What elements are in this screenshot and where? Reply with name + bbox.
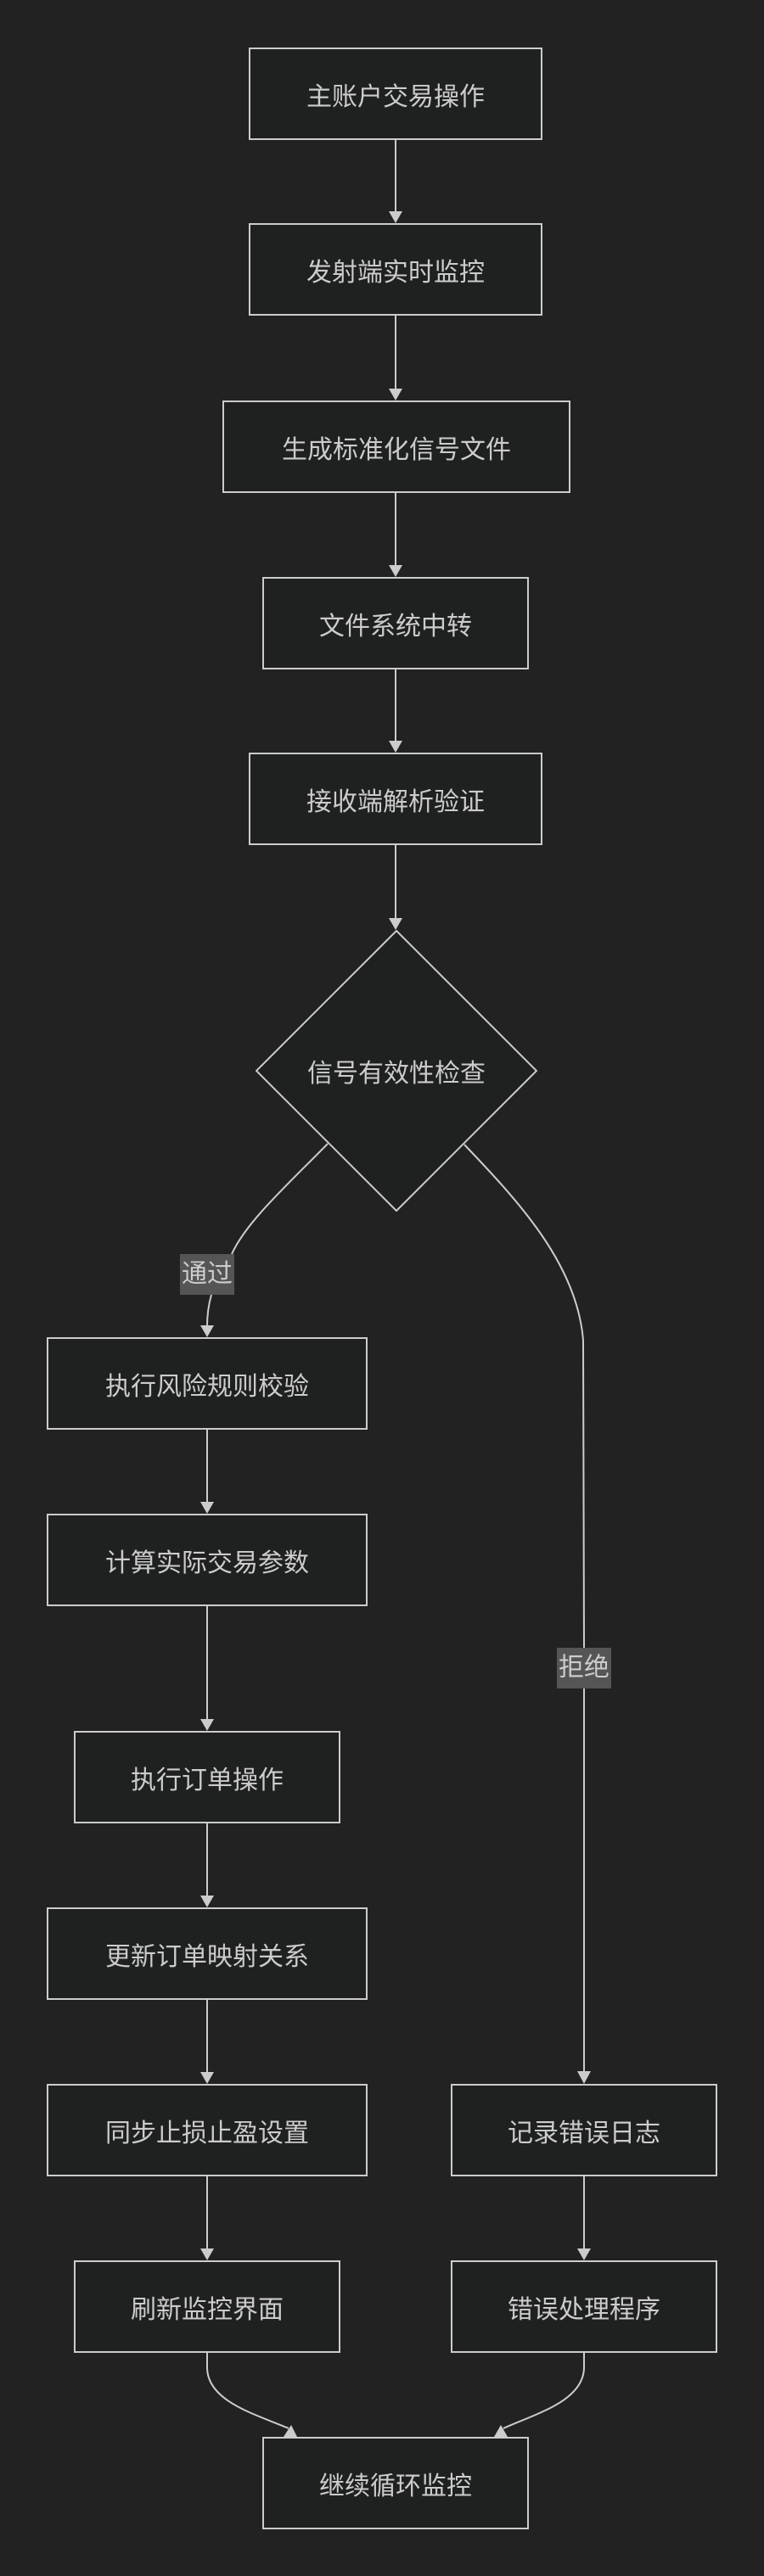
arrowhead-icon: [389, 565, 402, 577]
edge-signal-check-to-log-error: [463, 1144, 585, 2072]
node-label: 记录错误日志: [508, 2118, 660, 2148]
arrowhead-icon: [577, 2071, 591, 2084]
edge-label-reject: 拒绝: [557, 1648, 611, 1688]
node-label: 执行订单操作: [131, 1765, 284, 1795]
arrowhead-icon: [389, 389, 402, 400]
edge-error-handler-to-continue-loop: [503, 2352, 585, 2429]
edge-signal-check-to-risk-check: [206, 1143, 329, 1327]
node-log-error[interactable]: 记录错误日志: [451, 2084, 717, 2176]
arrowhead-icon: [389, 918, 402, 930]
arrowhead-icon: [577, 2248, 591, 2260]
node-label: 刷新监控界面: [131, 2294, 284, 2325]
node-label: 错误处理程序: [508, 2294, 660, 2325]
arrowhead-icon: [200, 2072, 214, 2084]
node-label: 同步止损止盈设置: [105, 2118, 309, 2148]
node-exec-order[interactable]: 执行订单操作: [74, 1731, 340, 1823]
arrowhead-icon: [200, 1719, 214, 1731]
node-receiver-parse[interactable]: 接收端解析验证: [249, 753, 542, 845]
node-label: 生成标准化信号文件: [282, 434, 511, 465]
node-update-mapping[interactable]: 更新订单映射关系: [47, 1907, 368, 2000]
decision-signal-check[interactable]: 信号有效性检查: [256, 930, 537, 1212]
arrowhead-icon: [200, 1325, 214, 1337]
node-label: 执行风险规则校验: [105, 1371, 309, 1402]
edge-refresh-ui-to-continue-loop: [206, 2352, 289, 2429]
node-label: 接收端解析验证: [306, 787, 485, 817]
node-label: 发射端实时监控: [306, 257, 485, 288]
arrowhead-icon: [389, 211, 402, 223]
arrowhead-icon: [200, 1896, 214, 1907]
node-sender-monitor[interactable]: 发射端实时监控: [249, 223, 542, 316]
arrowhead-icon: [200, 1502, 214, 1514]
node-refresh-ui[interactable]: 刷新监控界面: [74, 2260, 340, 2353]
node-error-handler[interactable]: 错误处理程序: [451, 2260, 717, 2353]
node-gen-signal-file[interactable]: 生成标准化信号文件: [222, 400, 570, 493]
node-fs-relay[interactable]: 文件系统中转: [262, 577, 529, 669]
node-calc-params[interactable]: 计算实际交易参数: [47, 1514, 368, 1606]
decision-label: 信号有效性检查: [307, 1059, 486, 1089]
node-label: 继续循环监控: [319, 2471, 472, 2501]
node-label: 更新订单映射关系: [105, 1941, 309, 1972]
node-label: 主账户交易操作: [306, 81, 485, 112]
arrowhead-icon: [494, 2425, 508, 2437]
edge-label-pass: 通过: [180, 1254, 234, 1295]
node-sync-sltp[interactable]: 同步止损止盈设置: [47, 2084, 368, 2176]
node-main-trade[interactable]: 主账户交易操作: [249, 48, 542, 140]
node-label: 文件系统中转: [319, 611, 472, 641]
node-label: 计算实际交易参数: [105, 1548, 309, 1578]
arrowhead-icon: [389, 741, 402, 753]
node-risk-check[interactable]: 执行风险规则校验: [47, 1337, 368, 1430]
diamond-shape: [256, 930, 537, 1212]
arrowhead-icon: [200, 2248, 214, 2260]
arrowhead-icon: [284, 2425, 297, 2437]
node-continue-loop[interactable]: 继续循环监控: [262, 2437, 529, 2529]
